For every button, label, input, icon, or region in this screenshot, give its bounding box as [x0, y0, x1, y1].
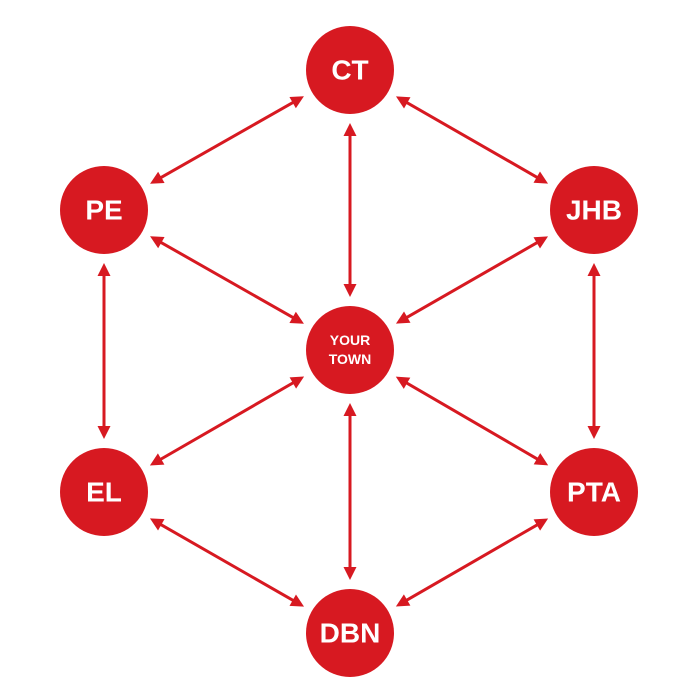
node-jhb-label: JHB [566, 195, 622, 226]
arrowhead-center-end [289, 311, 304, 324]
link-line-ct-jhb [404, 100, 540, 180]
link-center-jhb [395, 236, 549, 324]
link-center-el [149, 376, 305, 466]
link-center-pta [395, 376, 549, 466]
arrowhead-center-end [395, 311, 411, 324]
node-dbn-circle [306, 589, 394, 677]
arrowhead-pta-end [587, 426, 601, 439]
node-ct-circle [306, 26, 394, 114]
node-pta-circle [550, 448, 638, 536]
link-line-pe-ct [158, 100, 296, 180]
link-line-dbn-el [158, 522, 296, 603]
node-pe: PE [60, 166, 148, 254]
node-ct: CT [306, 26, 394, 114]
link-line-center-jhb [404, 240, 540, 320]
link-el-pe [97, 263, 111, 439]
node-dbn-label: DBN [320, 618, 381, 649]
node-ct-label: CT [331, 55, 368, 86]
arrowhead-jhb-end [533, 171, 549, 184]
node-center-label-line-1: YOUR [330, 332, 370, 348]
arrowhead-center-end [395, 376, 411, 389]
arrowhead-pe-end [150, 236, 165, 249]
node-pta: PTA [550, 448, 638, 536]
node-el-circle [60, 448, 148, 536]
link-line-center-pta [404, 380, 540, 462]
node-center-circle [306, 306, 394, 394]
arrowhead-dbn-end [289, 594, 305, 607]
link-center-pe [150, 236, 304, 324]
link-dbn-el [149, 518, 305, 607]
arrowhead-el-end [97, 426, 111, 439]
arrowhead-center-end [343, 284, 357, 297]
node-el: EL [60, 448, 148, 536]
arrowhead-center-end [289, 376, 305, 389]
arrowhead-dbn-end [395, 594, 411, 607]
link-pta-dbn [395, 518, 549, 607]
links-layer [97, 96, 601, 607]
node-dbn: DBN [306, 589, 394, 677]
arrowhead-center-end [343, 403, 357, 416]
nodes-layer: YOUR TOWN CT JHB PTA DBN EL PE [60, 26, 638, 677]
node-center: YOUR TOWN [306, 306, 394, 394]
arrowhead-dbn-end [343, 567, 357, 580]
link-line-center-el [158, 380, 296, 462]
arrowhead-ct-end [395, 96, 411, 109]
link-center-ct [343, 123, 357, 297]
arrowhead-jhb-end [587, 263, 601, 276]
arrowhead-pe-end [97, 263, 111, 276]
node-center-label-line-2: TOWN [329, 351, 372, 367]
node-jhb-circle [550, 166, 638, 254]
arrowhead-pta-end [533, 453, 549, 466]
arrowhead-pe-end [150, 171, 165, 184]
node-jhb: JHB [550, 166, 638, 254]
node-pe-label: PE [85, 195, 122, 226]
link-pe-ct [150, 96, 304, 184]
arrowhead-el-end [149, 453, 165, 466]
link-line-center-pe [158, 240, 296, 320]
link-line-pta-dbn [404, 522, 540, 603]
link-ct-jhb [395, 96, 549, 184]
arrowhead-pta-end [533, 518, 549, 531]
link-center-dbn [343, 403, 357, 580]
arrowhead-jhb-end [533, 236, 549, 249]
arrowhead-el-end [149, 518, 165, 531]
node-pta-label: PTA [567, 477, 621, 508]
link-jhb-pta [587, 263, 601, 439]
arrowhead-ct-end [289, 96, 304, 109]
node-pe-circle [60, 166, 148, 254]
arrowhead-ct-end [343, 123, 357, 136]
node-el-label: EL [86, 477, 122, 508]
